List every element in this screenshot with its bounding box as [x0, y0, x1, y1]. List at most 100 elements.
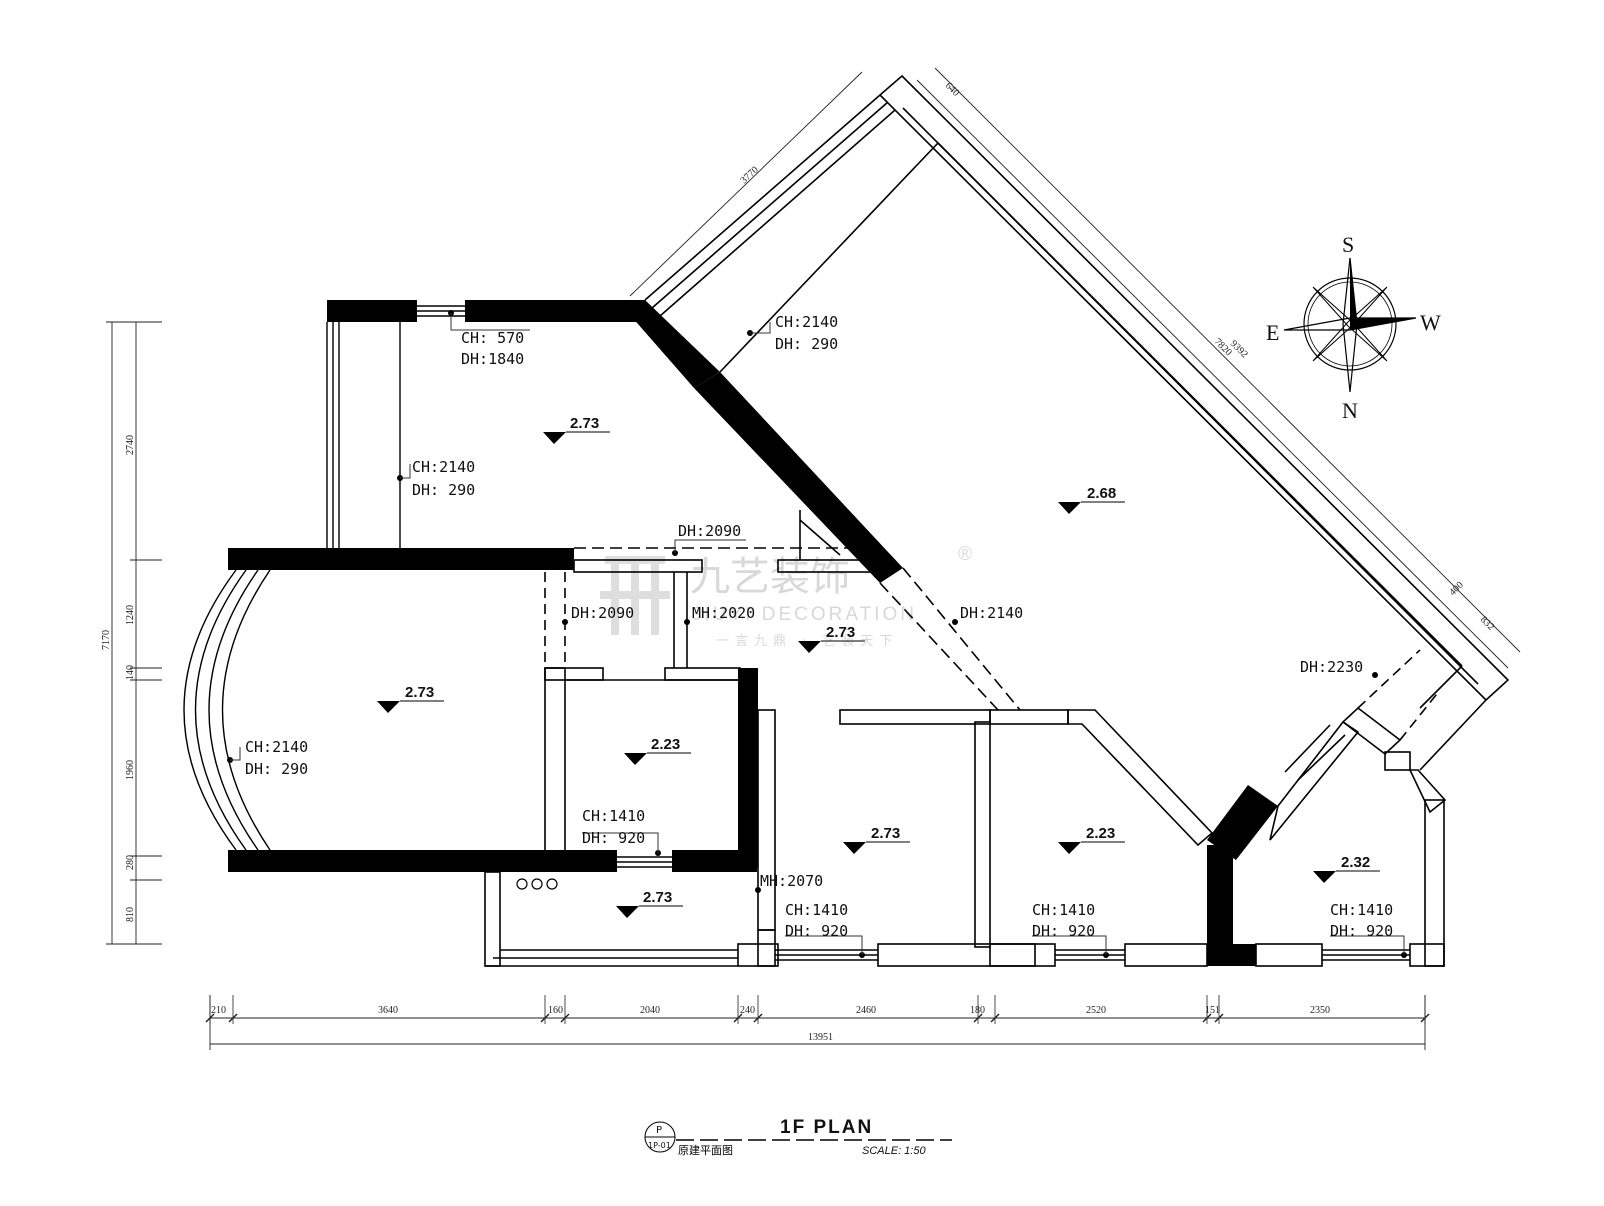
level-marker: 2.73: [377, 684, 444, 713]
dim-diag-5: 832: [1478, 614, 1496, 632]
annotation: MH:2070: [755, 872, 823, 893]
dim-left-5: 810: [125, 907, 136, 922]
annotation: CH: 570 DH:1840: [448, 310, 530, 368]
annotation-line: DH: 290: [775, 335, 838, 353]
title-badge-top: P: [656, 1125, 662, 1136]
dim-diag-3: 9392: [1228, 338, 1250, 360]
annotation-line: DH:2140: [960, 604, 1023, 622]
dim-bottom-0: 210: [211, 1005, 226, 1016]
dim-bottom-2: 160: [548, 1005, 563, 1016]
annotation-line: DH: 290: [412, 481, 475, 499]
annotation-line: CH:1410: [1032, 901, 1095, 919]
annotations: CH: 570 DH:1840 CH:2140 DH: 290 CH:2140 …: [227, 310, 1407, 958]
dim-left-4: 280: [125, 855, 136, 870]
annotation-line: DH:2230: [1300, 658, 1363, 676]
level-marker: 2.73: [843, 825, 910, 854]
annotation-line: CH:2140: [775, 313, 838, 331]
dim-bottom-6: 180: [970, 1005, 985, 1016]
annotation: CH:2140 DH: 290: [747, 313, 838, 353]
annotation-line: DH:1840: [461, 350, 524, 368]
annotation-line: CH: 570: [461, 329, 524, 347]
dimension-lines: [106, 67, 1521, 1050]
level-value: 2.73: [643, 889, 672, 906]
compass-icon: S E W N: [1266, 232, 1441, 423]
level-marker: 2.23: [624, 736, 691, 765]
compass-south-label: S: [1342, 232, 1354, 257]
dim-left-1: 1240: [125, 605, 136, 625]
watermark: 九艺装饰 ® JIUYI DECORATION 一言九鼎 · 艺装天下: [600, 544, 975, 649]
annotation-line: DH: 290: [245, 760, 308, 778]
level-marker: 2.32: [1313, 854, 1380, 883]
title-main: 1F PLAN: [780, 1117, 873, 1138]
annotation-line: CH:1410: [1330, 901, 1393, 919]
level-value: 2.23: [651, 736, 680, 753]
dim-left-2: 140: [125, 665, 136, 680]
compass-east-label: E: [1266, 320, 1279, 345]
level-value: 2.73: [826, 624, 855, 641]
compass-north-label: N: [1342, 398, 1358, 423]
level-value: 2.23: [1086, 825, 1115, 842]
dim-left-3: 1960: [125, 760, 136, 780]
dim-left-0: 2740: [125, 435, 136, 455]
dim-total: 13951: [808, 1032, 833, 1043]
solid-walls: [228, 300, 1278, 966]
level-marker: 2.68: [1058, 485, 1125, 514]
dim-left-total: 7170: [101, 630, 112, 650]
level-markers: 2.73 2.68 2.73 2.73 2.23 2.73 2.23 2.32 …: [377, 415, 1380, 918]
level-value: 2.68: [1087, 485, 1116, 502]
annotation: CH:2140 DH: 290: [397, 458, 475, 499]
dim-diag-0: 3770: [739, 165, 761, 187]
annotation: CH:2140 DH: 290: [227, 738, 308, 778]
annotation-line: CH:2140: [245, 738, 308, 756]
dim-bottom-1: 3640: [378, 1005, 398, 1016]
annotation-line: DH:2090: [571, 604, 634, 622]
dim-diag-1: 640: [943, 80, 961, 98]
annotation: CH:1410 DH: 920: [785, 901, 865, 958]
annotation-line: CH:1410: [582, 807, 645, 825]
level-marker: 2.73: [543, 415, 610, 444]
dim-bottom-8: 151: [1205, 1005, 1220, 1016]
dim-bottom-3: 2040: [640, 1005, 660, 1016]
level-marker: 2.73: [798, 624, 865, 653]
stove-burners: [516, 878, 558, 890]
watermark-en: JIUYI DECORATION: [692, 604, 917, 625]
dim-bottom-4: 240: [740, 1005, 755, 1016]
annotation-line: DH: 920: [1032, 922, 1095, 940]
annotation-line: MH:2020: [692, 604, 755, 622]
level-value: 2.73: [570, 415, 599, 432]
annotation: DH:2090: [672, 522, 746, 556]
annotation: MH:2020: [684, 604, 755, 625]
annotation-line: DH:2090: [678, 522, 741, 540]
title-badge-bottom: 1P-01: [648, 1141, 671, 1150]
level-marker: 2.73: [616, 889, 683, 918]
annotation-line: DH: 920: [582, 829, 645, 847]
annotation-line: CH:2140: [412, 458, 475, 476]
diagonal-room-walls: [574, 74, 1510, 781]
compass-west-label: W: [1420, 310, 1441, 335]
dimension-ticks: [205, 995, 1430, 1024]
level-value: 2.73: [871, 825, 900, 842]
dim-bottom-9: 2350: [1310, 1005, 1330, 1016]
annotation-line: MH:2070: [760, 872, 823, 890]
watermark-registered: ®: [958, 544, 975, 565]
dim-bottom-5: 2460: [856, 1005, 876, 1016]
dim-bottom-7: 2520: [1086, 1005, 1106, 1016]
annotation: CH:1410 DH: 920: [1032, 901, 1109, 958]
annotation: DH:2140: [952, 604, 1023, 625]
watermark-brand: 九艺装饰: [690, 554, 850, 600]
level-value: 2.32: [1341, 854, 1370, 871]
level-value: 2.73: [405, 684, 434, 701]
title-cn: 原建平面图: [678, 1143, 733, 1157]
title-block: P 1P-01 原建平面图 1F PLAN SCALE: 1:50: [644, 1117, 952, 1157]
level-marker: 2.23: [1058, 825, 1125, 854]
annotation-line: DH: 920: [785, 922, 848, 940]
annotation-line: DH: 920: [1330, 922, 1393, 940]
title-scale: SCALE: 1:50: [862, 1145, 926, 1157]
annotation-line: CH:1410: [785, 901, 848, 919]
annotation: DH:2090: [562, 604, 634, 625]
annotation: CH:1410 DH: 920: [582, 807, 661, 856]
annotation: DH:2230: [1300, 658, 1378, 678]
annotation: CH:1410 DH: 920: [1330, 901, 1407, 958]
